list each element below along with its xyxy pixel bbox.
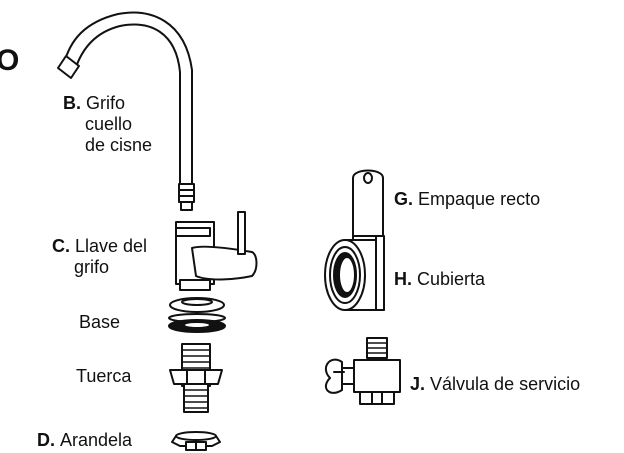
label-g-straight-fitting: G.Empaque recto xyxy=(394,189,540,210)
cropped-title-fragment: O xyxy=(0,44,20,77)
label-j-letter: J. xyxy=(410,374,426,394)
label-c-line-1: Llave del xyxy=(75,236,148,256)
base-plate xyxy=(168,297,226,333)
cover-housing xyxy=(324,235,385,311)
label-b-line-3: de cisne xyxy=(85,135,153,155)
label-h-cover: H.Cubierta xyxy=(394,269,485,290)
faucet-key-body xyxy=(175,211,258,291)
label-j-service-valve: J.Válvula de servicio xyxy=(410,374,580,395)
label-c-letter: C. xyxy=(52,236,70,256)
threaded-nut xyxy=(169,343,223,413)
washer xyxy=(171,431,221,451)
label-g-letter: G. xyxy=(394,189,414,209)
label-b-line-1: Grifo xyxy=(86,93,126,113)
label-b-line-2: cuello xyxy=(85,114,133,134)
label-d-washer: D.Arandela xyxy=(37,430,132,451)
label-c-faucet-key: C.Llave del grifo xyxy=(52,236,147,278)
label-d-letter: D. xyxy=(37,430,55,450)
service-valve xyxy=(324,337,401,405)
label-h-text: Cubierta xyxy=(417,269,486,289)
label-h-letter: H. xyxy=(394,269,412,289)
label-d-text: Arandela xyxy=(60,430,133,450)
label-b-gooseneck-faucet: B.Grifo cuello de cisne xyxy=(63,93,152,156)
gooseneck-tube xyxy=(57,11,195,211)
label-b-letter: B. xyxy=(63,93,81,113)
label-c-line-2: grifo xyxy=(74,257,110,277)
label-base: Base xyxy=(79,312,121,332)
label-g-text: Empaque recto xyxy=(418,189,541,209)
label-j-text: Válvula de servicio xyxy=(430,374,581,394)
label-tuerca: Tuerca xyxy=(76,366,132,386)
